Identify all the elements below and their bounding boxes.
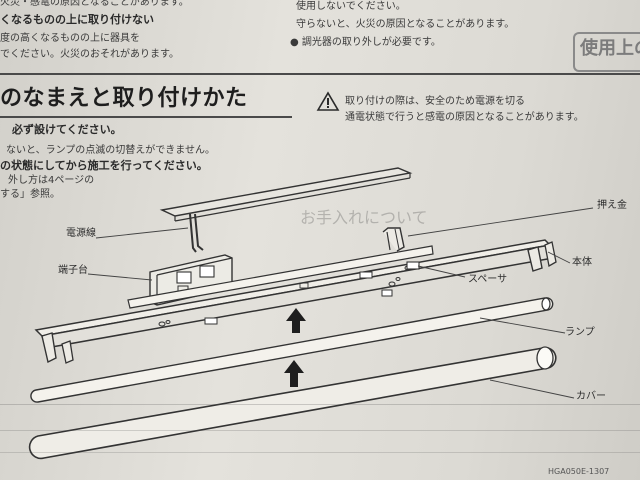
ceiling-plate — [159, 167, 413, 222]
label-spacer: スペーサ — [468, 274, 508, 285]
up-arrow-icon — [284, 360, 304, 387]
leader-lines — [87, 207, 594, 399]
instruction-line-3: の状態にしてから施工を行ってください。 — [0, 159, 208, 172]
show-through-text: お手入れについて — [300, 208, 428, 227]
fixture-body — [34, 239, 557, 364]
warning-line-1: 取り付けの際は、安全のため電源を切る — [345, 96, 525, 107]
top-left-warning-heading: くなるものの上に取り付けない — [0, 13, 154, 26]
top-left-text-2: 度の高くなるものの上に器具を — [0, 33, 140, 44]
label-cover: カバー — [576, 391, 606, 402]
holding-bracket — [382, 227, 405, 252]
top-right-text-2: ● 調光器の取り外しが必要です。 — [290, 37, 441, 48]
top-left-text-0: 火災・感電の原因となることがあります。 — [0, 0, 189, 8]
top-right-text-1: 守らないと、火災の原因となることがあります。 — [296, 19, 515, 30]
section-title: のなまえと取り付けかた — [0, 86, 248, 111]
side-badge-frame — [573, 32, 640, 72]
table-rule-faint — [0, 430, 640, 431]
section-rule-top — [0, 73, 640, 75]
power-cord — [189, 213, 204, 253]
table-rule-faint — [0, 404, 640, 405]
label-power-cord: 電源線 — [66, 228, 96, 239]
section-rule-heading — [0, 116, 292, 118]
top-left-text-3: でください。火災のおそれがあります。 — [0, 49, 179, 60]
footer-code: HGA050E-1307 — [548, 467, 610, 476]
lamp-tube — [30, 297, 554, 403]
label-holding-bracket: 押え金 — [597, 200, 627, 211]
top-right-text-0: 使用しないでください。 — [296, 1, 406, 12]
instruction-line-2: ないと、ランプの点滅の切替えができません。 — [6, 145, 215, 156]
instruction-line-4: 外し方は4ページの — [8, 175, 95, 186]
up-arrow-icon — [286, 308, 306, 333]
warning-line-2: 通電状態で行うと感電の原因となることがあります。 — [345, 112, 584, 123]
table-rule-faint — [0, 452, 640, 453]
spacer — [406, 261, 420, 270]
diffuser-cover — [28, 346, 557, 460]
instruction-line-1: 必ず設けてください。 — [12, 123, 122, 136]
instruction-line-5: する」参照。 — [0, 189, 60, 200]
label-body: 本体 — [572, 257, 592, 268]
label-terminal-block: 端子台 — [58, 265, 88, 276]
label-lamp: ランプ — [565, 327, 595, 338]
